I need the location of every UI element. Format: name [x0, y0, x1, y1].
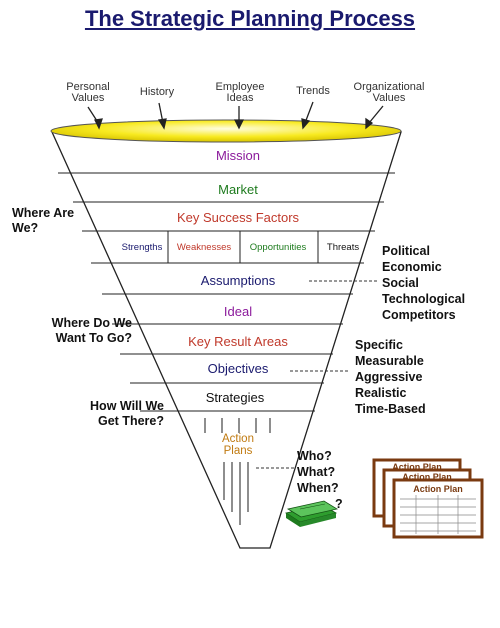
- assumption-factors-list: Political Economic Social Technological …: [382, 243, 492, 323]
- question-who: Who?: [297, 449, 332, 463]
- page-title: The Strategic Planning Process: [84, 6, 416, 31]
- input-personal-values: Personal Values: [66, 81, 110, 104]
- action-plan-documents: [372, 458, 484, 539]
- layer-key-success-factors: Key Success Factors: [176, 210, 300, 225]
- swot-threats: Threats: [326, 242, 360, 253]
- factor-social: Social: [382, 276, 419, 290]
- document-label-front: Action Plan: [413, 484, 463, 494]
- layer-market: Market: [218, 182, 258, 197]
- layer-ideal: Ideal: [223, 304, 253, 319]
- question-where-are-we: Where Are We?: [12, 206, 75, 235]
- document-label-middle: Action Plan: [402, 472, 452, 480]
- swot-opportunities: Opportunities: [249, 242, 307, 253]
- input-arrows: [87, 101, 384, 130]
- layer-mission: Mission: [215, 148, 261, 163]
- funnel-top-ellipse: [50, 119, 402, 143]
- layer-objectives: Objectives: [207, 361, 269, 376]
- criteria-aggressive: Aggressive: [355, 370, 423, 384]
- funnel-band-lines: [58, 172, 395, 412]
- criteria-time-based: Time-Based: [355, 402, 426, 416]
- layer-strategies: Strategies: [205, 390, 265, 405]
- question-when: When?: [297, 481, 339, 495]
- question-mark: ?: [335, 497, 343, 511]
- money-icon: [284, 500, 339, 527]
- criteria-specific: Specific: [355, 338, 403, 352]
- layer-action-plans: Action Plans: [222, 433, 254, 457]
- factor-technological: Technological: [382, 292, 466, 306]
- swot-strengths: Strengths: [121, 242, 163, 253]
- factor-economic: Economic: [382, 260, 442, 274]
- swot-weaknesses: Weaknesses: [176, 242, 232, 253]
- input-trends: Trends: [296, 85, 330, 97]
- layer-key-result-areas: Key Result Areas: [188, 334, 288, 349]
- action-plan-lines: [204, 418, 271, 525]
- action-questions-list: Who? What? When?: [297, 448, 357, 496]
- question-how-get-there: How Will We Get There?: [90, 399, 164, 428]
- factor-competitors: Competitors: [382, 308, 456, 322]
- document-label-back: Action Plan: [392, 462, 442, 470]
- layer-assumptions: Assumptions: [200, 273, 276, 288]
- question-what: What?: [297, 465, 336, 479]
- input-history: History: [139, 86, 175, 98]
- criteria-realistic: Realistic: [355, 386, 407, 400]
- factor-political: Political: [382, 244, 430, 258]
- objective-criteria-list: Specific Measurable Aggressive Realistic…: [355, 337, 455, 417]
- input-organizational-values: Organizational Values: [353, 81, 425, 104]
- input-employee-ideas: Employee Ideas: [215, 81, 265, 104]
- question-where-to-go: Where Do We Want To Go?: [51, 316, 132, 345]
- criteria-measurable: Measurable: [355, 354, 424, 368]
